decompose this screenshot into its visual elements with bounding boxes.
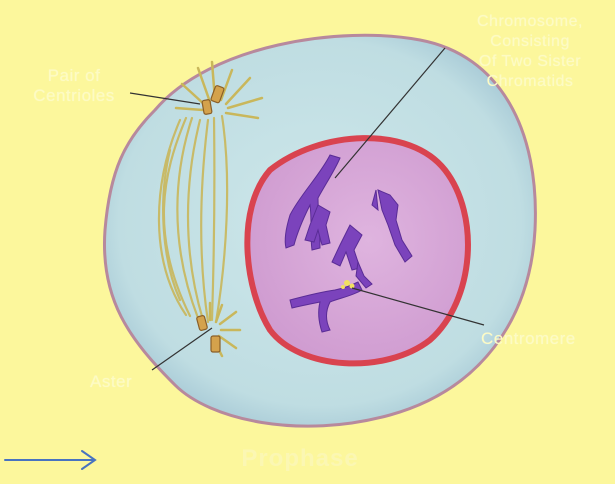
centrioles-label-line: Pair of [14, 66, 134, 86]
centromere-label: Centromere [481, 329, 576, 349]
nucleus [247, 138, 468, 363]
diagram-title: Prophase [215, 445, 385, 473]
centrioles-label-line: Centrioles [14, 86, 134, 106]
chromosome-label: Chromosome, Consisting Of Two Sister Chr… [445, 12, 615, 92]
chromosome-label-line: Chromatids [445, 72, 615, 92]
chromosome-label-line: Of Two Sister [445, 52, 615, 72]
aster-label: Aster [90, 372, 132, 392]
chromosome-label-line: Consisting [445, 32, 615, 52]
chromosome-label-line: Chromosome, [445, 12, 615, 32]
centrioles-label: Pair of Centrioles [14, 66, 134, 106]
arrow-right-icon[interactable] [5, 451, 95, 469]
